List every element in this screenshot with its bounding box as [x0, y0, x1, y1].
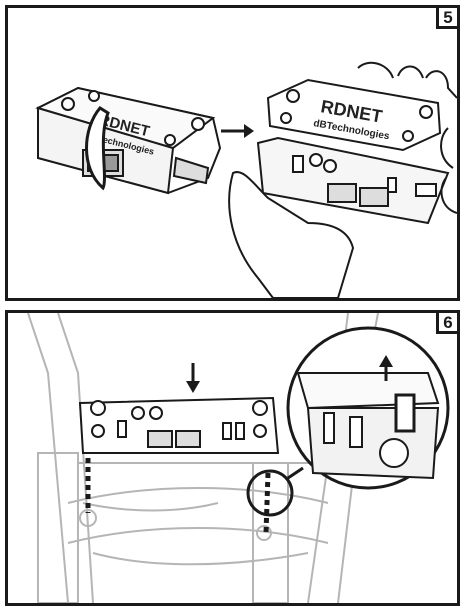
alignment-guide: [85, 458, 271, 534]
hand-right-fingers: [440, 127, 457, 214]
hand-top-right: [357, 61, 457, 99]
step-5-panel: 5 RDNET dBTechnologies: [5, 5, 460, 301]
step-5-illustration: RDNET dBTechnologies RDNET dBTechnologie…: [35, 61, 457, 298]
rdnet-module-open: [256, 78, 450, 225]
up-arrow-icon: [379, 355, 393, 381]
detail-callout-small: [246, 469, 294, 517]
step-number-badge: 5: [436, 8, 457, 29]
release-tool-icon: [85, 106, 110, 191]
rdnet-module-board: [78, 396, 280, 454]
detail-zoom-circle: [286, 326, 450, 490]
hand-bottom-left: [228, 171, 355, 298]
down-arrow-icon: [186, 363, 200, 393]
right-arrow-icon: [221, 124, 254, 138]
step-number-badge: 6: [436, 313, 457, 334]
step-6-panel: 6: [5, 310, 460, 606]
step-6-illustration: [27, 313, 450, 603]
